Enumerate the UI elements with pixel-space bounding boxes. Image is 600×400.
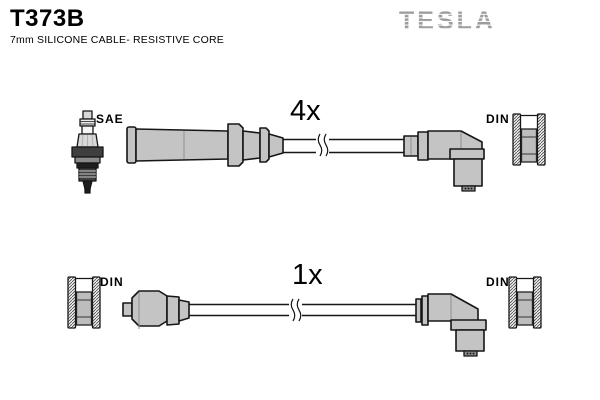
tesla-brand-logo: TESLA: [399, 7, 496, 35]
row2-left-din-terminal-label: DIN: [100, 275, 124, 289]
cable-break-mark: [317, 133, 329, 157]
row1-quantity-label: 4x: [290, 95, 321, 127]
row1-din-terminal-label: DIN: [486, 112, 510, 126]
row1-din-connector-icon: [512, 113, 546, 166]
tesla-logo-text: TESLA: [399, 7, 496, 35]
row1-cable: [283, 133, 404, 157]
row2-angled-boot: [415, 293, 487, 357]
row2-quantity-label: 1x: [292, 259, 323, 291]
row1-straight-boot: [126, 123, 284, 167]
row2-right-din-connector-icon: [508, 276, 542, 329]
row2-cable: [189, 298, 416, 322]
row2-right-din-terminal-label: DIN: [486, 275, 510, 289]
row2-straight-boot: [122, 290, 190, 329]
row2-left-din-connector-icon: [67, 276, 101, 329]
part-number: T373B: [10, 5, 85, 32]
cable-spec-subtitle: 7mm SILICONE CABLE- RESISTIVE CORE: [10, 34, 224, 46]
row1-angled-boot: [403, 130, 485, 192]
spark-plug-sae-icon: [71, 110, 104, 194]
sae-terminal-label: SAE: [96, 112, 124, 126]
cable-break-mark: [290, 298, 302, 322]
